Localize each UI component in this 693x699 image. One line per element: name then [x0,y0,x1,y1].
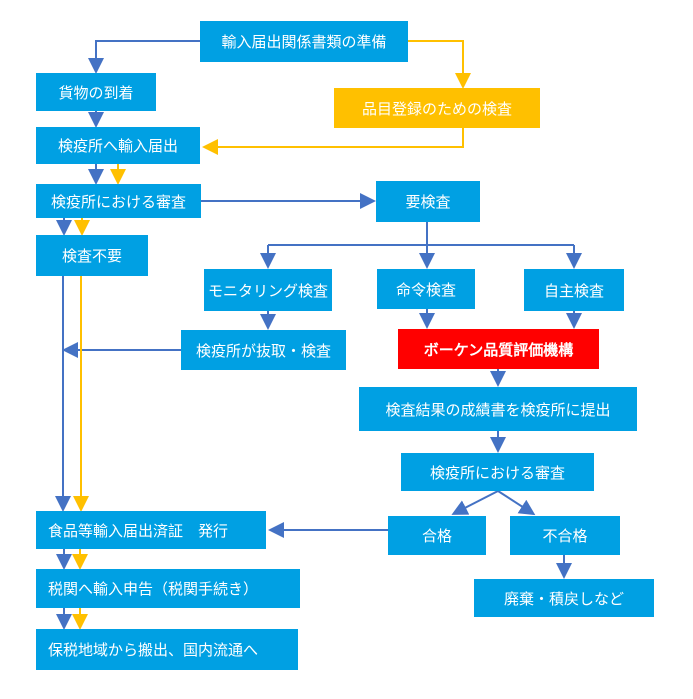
node-voluntary-inspection: 自主検査 [524,269,624,311]
node-boken-agency: ボーケン品質評価機構 [398,329,599,369]
node-review-2: 検疫所における審査 [401,453,594,491]
node-quarantine-sampling: 検疫所が抜取・検査 [181,330,346,370]
node-no-inspection: 検査不要 [36,235,148,276]
node-order-inspection: 命令検査 [377,269,475,309]
node-arrival: 貨物の到着 [36,73,156,111]
node-prep: 輸入届出関係書類の準備 [200,21,408,62]
node-inspection-required: 要検査 [376,181,480,222]
node-submit-report: 検査結果の成績書を検疫所に提出 [359,387,637,431]
node-disposal: 廃棄・積戻しなど [474,579,654,617]
node-review-1: 検疫所における審査 [36,184,201,218]
node-import-notice: 検疫所へ輸入届出 [36,127,200,164]
node-monitoring-inspection: モニタリング検査 [204,269,332,311]
node-customs-declaration: 税関へ輸入申告（税関手続き） [36,569,300,608]
node-fail: 不合格 [510,516,620,555]
node-registration-inspection: 品目登録のための検査 [334,88,540,128]
node-certificate-issue: 食品等輸入届出済証 発行 [36,511,266,549]
node-pass: 合格 [388,516,486,555]
node-release-distribution: 保税地域から搬出、国内流通へ [36,629,298,670]
